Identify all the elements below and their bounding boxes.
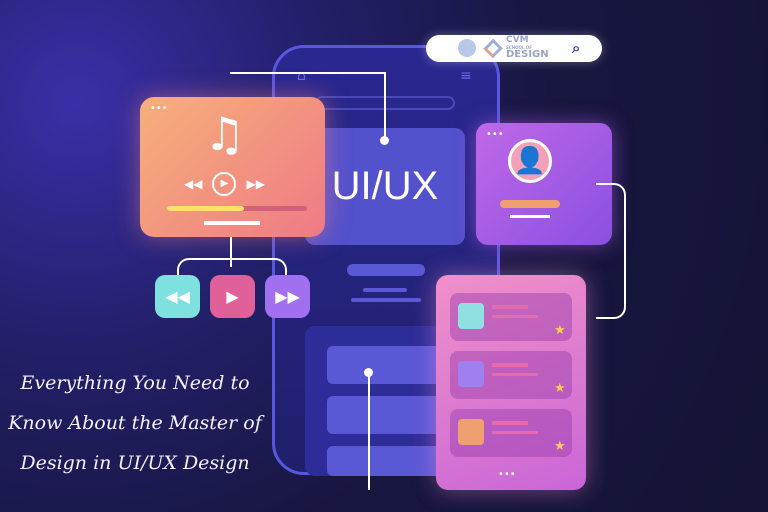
dots-icon: ••• [150, 103, 168, 114]
list-item[interactable]: ★ [450, 293, 572, 341]
music-player-card: ••• ♫ ◀◀ ▶ ▶▶ [140, 97, 325, 237]
headline-line: Everything You Need to [20, 372, 250, 394]
star-icon[interactable]: ★ [554, 439, 566, 454]
forward-button[interactable]: ▶▶ [265, 275, 310, 318]
headline: Everything You Need to Know About the Ma… [0, 363, 270, 483]
connector-line [384, 72, 386, 140]
name-bar [500, 200, 560, 208]
cvm-emblem [458, 39, 476, 57]
avatar-icon [458, 419, 484, 445]
connector-dot [380, 136, 389, 145]
play-button[interactable]: ▶ [210, 275, 255, 318]
headline-line: Know About the Master of [8, 412, 262, 434]
logo-name: DESIGN [506, 49, 549, 60]
search-bar[interactable]: CVM SCHOOL OF DESIGN ⌕ [426, 35, 602, 62]
text-bar [510, 215, 550, 218]
list-card: ★ ★ ★ ••• [436, 275, 586, 490]
dots-icon: ••• [486, 129, 504, 140]
connector-line [230, 237, 232, 267]
play-icon[interactable]: ▶ [212, 172, 237, 196]
music-note-icon: ♫ [204, 107, 246, 161]
home-icon: ⌂ [297, 68, 306, 84]
connector-line [368, 372, 370, 490]
rewind-icon[interactable]: ◀◀ [184, 177, 203, 191]
uiux-label: UI/UX [331, 164, 439, 208]
list-item[interactable]: ★ [450, 409, 572, 457]
uiux-card: UI/UX [305, 128, 465, 245]
pagination-dots: ••• [498, 469, 516, 480]
connector-line [230, 72, 386, 74]
avatar-icon [458, 361, 484, 387]
text-bar [351, 298, 421, 302]
rewind-button[interactable]: ◀◀ [155, 275, 200, 318]
text-bar [363, 288, 407, 292]
star-icon[interactable]: ★ [554, 381, 566, 396]
connector-line [596, 183, 626, 319]
profile-card: ••• 👤 [476, 123, 612, 245]
avatar-icon: 👤 [508, 139, 552, 183]
player-controls: ◀◀ ▶ ▶▶ [184, 172, 265, 196]
logo-wordmark: CVM SCHOOL OF DESIGN [506, 36, 549, 60]
progress-fill [167, 206, 244, 211]
avatar-icon [458, 303, 484, 329]
connector-line [177, 258, 287, 276]
star-icon[interactable]: ★ [554, 323, 566, 338]
list-item[interactable]: ★ [450, 351, 572, 399]
text-bar [204, 221, 260, 225]
content-panel [305, 326, 449, 476]
cvm-logo-mark [483, 38, 503, 59]
logo-brand: CVM [506, 35, 529, 45]
search-icon[interactable]: ⌕ [572, 39, 581, 57]
headline-line: Design in UI/UX Design [20, 452, 250, 474]
progress-track[interactable] [167, 206, 307, 211]
menu-icon: ≡ [460, 68, 472, 84]
text-bar [347, 264, 425, 276]
logo-sub: SCHOOL OF [506, 45, 533, 50]
forward-icon[interactable]: ▶▶ [246, 177, 265, 191]
connector-dot [364, 368, 373, 377]
